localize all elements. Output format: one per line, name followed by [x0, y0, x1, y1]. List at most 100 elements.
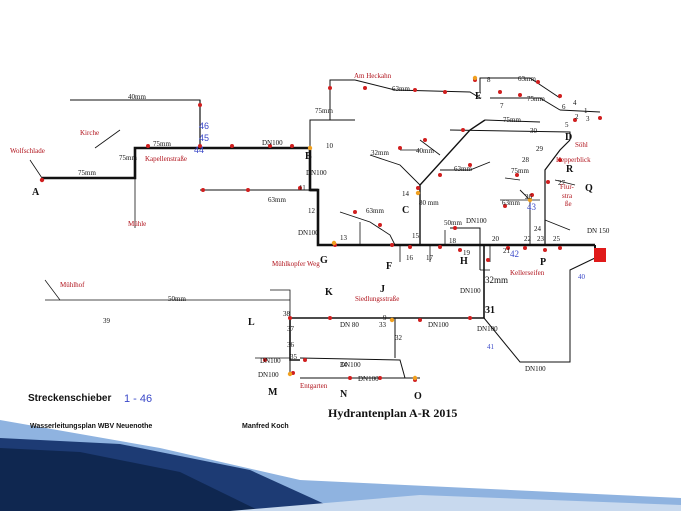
valve-10: 10	[326, 142, 333, 150]
place-flurstrasse-1: Flur-	[560, 183, 574, 191]
valve-42: 42	[510, 249, 519, 259]
pipe-label-63mm-c: 63mm	[454, 165, 472, 173]
valve-7: 7	[500, 102, 504, 110]
pipe-label-dn100-loop: DN100	[525, 365, 546, 373]
place-flurstrasse-3: ße	[565, 200, 572, 208]
valve-17: 17	[426, 254, 433, 262]
valve-2: 2	[575, 113, 579, 121]
pipe-label-dn150: DN 150	[587, 227, 610, 235]
pipe-label-75mm-a: 75mm	[78, 169, 96, 177]
pipe-label-50mm-h: 50mm	[444, 219, 462, 227]
place-kellerseifen: Kellerseifen	[510, 269, 545, 277]
pipe-label-40mm-c: 40mm	[416, 147, 434, 155]
section-j: J	[380, 284, 385, 295]
valve-38: 38	[283, 310, 290, 318]
valve-46: 46	[199, 121, 210, 131]
valve-30: 30	[530, 127, 537, 135]
pipe-label-75mm-p: 75mm	[511, 167, 529, 175]
pipe-label-75mm-e: 75mm	[527, 95, 545, 103]
valve-29: 29	[536, 145, 543, 153]
valve-45: 45	[199, 133, 210, 143]
section-b: B	[305, 151, 312, 162]
valve-12: 12	[308, 207, 315, 215]
valve-15: 15	[412, 232, 419, 240]
section-h: H	[460, 256, 468, 267]
valve-32: 32	[395, 334, 402, 342]
pipe-label-dn100-m2: DN100	[258, 371, 279, 379]
valve-8: 8	[487, 76, 491, 84]
place-soehl: Söhl	[575, 141, 588, 149]
section-g: G	[320, 255, 328, 266]
valve-9: 9	[383, 314, 387, 322]
hydrant-highlight-markers	[287, 75, 533, 381]
pipe-label-75mm-c: 75mm	[119, 154, 137, 162]
place-am-heckahn: Am Heckahn	[354, 72, 392, 80]
section-c: C	[402, 205, 410, 216]
hydrant-markers	[39, 78, 602, 382]
pipe-label-dn100-h: DN100	[466, 217, 487, 225]
section-p: P	[540, 257, 547, 268]
pipe-label-63mm-top: 63mm	[392, 85, 410, 93]
valve-19: 19	[463, 249, 470, 257]
pipe-label-32mm-j: 32mm	[485, 275, 509, 285]
valve-39: 39	[103, 317, 110, 325]
valve-28: 28	[522, 156, 529, 164]
place-muehle: Mühle	[128, 220, 147, 228]
legend-range: 1 - 46	[124, 393, 153, 405]
valve-43: 43	[527, 202, 536, 212]
valve-25: 25	[553, 235, 560, 243]
valve-34: 34	[340, 361, 347, 369]
pipe-label-63mm-f: 63mm	[366, 207, 384, 215]
valve-3: 3	[586, 115, 590, 123]
valve-18: 18	[449, 237, 456, 245]
valve-31: 31	[485, 305, 495, 316]
valve-11: 11	[299, 184, 306, 192]
pipe-label-63mm-e: 63mm	[518, 75, 536, 83]
valve-14: 14	[402, 190, 409, 198]
valve-44: 44	[194, 145, 205, 155]
pipe-label-dn100-k: DN100	[428, 321, 449, 329]
valve-33: 33	[379, 321, 386, 329]
valve-4: 4	[573, 99, 577, 107]
valve-40: 40	[578, 273, 585, 281]
pipe-label-dn100-j: DN100	[460, 287, 481, 295]
section-f: F	[386, 261, 393, 272]
place-kirche: Kirche	[80, 129, 100, 137]
pipe-label-80mm: 80 mm	[419, 199, 439, 207]
place-entgarten: Entgarten	[300, 382, 328, 390]
valve-13: 13	[340, 234, 347, 242]
pipe-label-75mm-b3: 75mm	[315, 107, 333, 115]
pipe-label-63mm-p: 63mm	[502, 199, 520, 207]
pipe-label-dn100-g: DN100	[298, 229, 319, 237]
valve-27: 27	[558, 179, 565, 187]
section-d: D	[565, 132, 573, 143]
pipe-label-dn100-n: DN100	[340, 361, 361, 369]
valve-20: 20	[492, 235, 499, 243]
pipe-label-75mm-e2: 75mm	[503, 116, 521, 124]
valve-1: 1	[584, 107, 588, 115]
pipe-label-75mm-b: 75mm	[153, 140, 171, 148]
valve-24: 24	[534, 225, 541, 233]
plan-title: Hydrantenplan A-R 2015	[328, 406, 458, 420]
pipe-label-32mm: 32mm	[371, 149, 389, 157]
pump-station	[594, 248, 606, 262]
place-muehlhof: Mühlhof	[60, 281, 85, 289]
valve-22: 22	[524, 235, 531, 243]
valve-26: 26	[525, 193, 532, 201]
valve-23: 23	[537, 235, 544, 243]
section-l: L	[248, 317, 255, 328]
pipe-label-dn100-j2: DN100	[477, 325, 498, 333]
valve-36: 36	[287, 341, 294, 349]
place-siedlungsstrasse: Siedlungsstraße	[355, 295, 400, 303]
pipe-label-50mm: 50mm	[168, 295, 186, 303]
valve-21: 21	[503, 247, 510, 255]
pipe-label-dn100-b2: DN100	[306, 169, 327, 177]
place-muehlkopfer-weg: Mühlkopfer Weg	[272, 260, 320, 268]
valve-16: 16	[406, 254, 413, 262]
section-m: M	[268, 387, 278, 398]
author: Manfred Koch	[242, 423, 289, 430]
section-r: R	[566, 164, 574, 175]
valve-6: 6	[562, 103, 566, 111]
valve-37: 37	[287, 325, 294, 333]
